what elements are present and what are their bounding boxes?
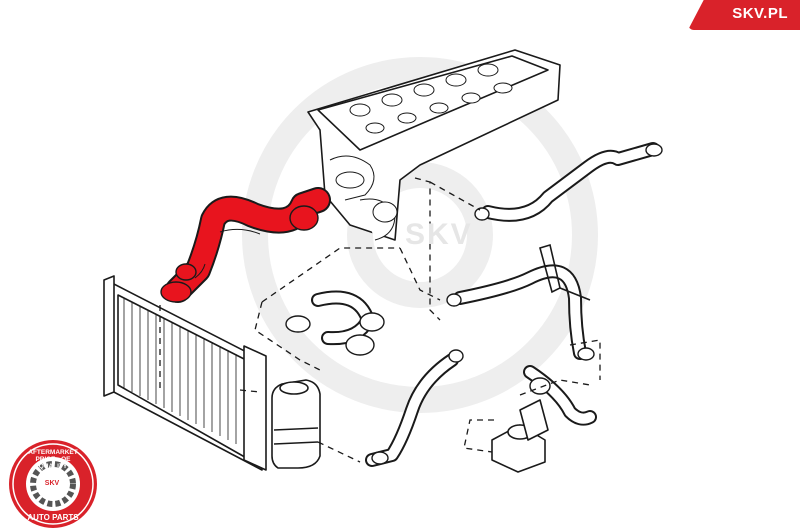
skv-auto-parts-seal-icon: [9, 440, 97, 528]
hose-bracket: [539, 243, 591, 301]
expansion-tank: [271, 379, 321, 469]
engine-cylinder-head: [307, 49, 561, 241]
connector-lines: [159, 177, 601, 463]
highlighted-upper-radiator-hose: [160, 187, 331, 303]
radiator: [103, 275, 267, 471]
seal-top-text: AFTERMARKET PRICE · OE QUALITY: [28, 449, 78, 470]
seal-center-text: SKV: [44, 480, 60, 487]
thermostat-housing: [491, 399, 549, 473]
brand-badge: [688, 0, 800, 30]
hose-clamps: [285, 143, 663, 465]
grey-hoses-fill: [313, 144, 658, 465]
watermark-text: SKV: [405, 218, 473, 251]
seal-bottom-text: AUTO PARTS: [27, 513, 79, 522]
brand-name: SKV.PL: [732, 5, 788, 22]
